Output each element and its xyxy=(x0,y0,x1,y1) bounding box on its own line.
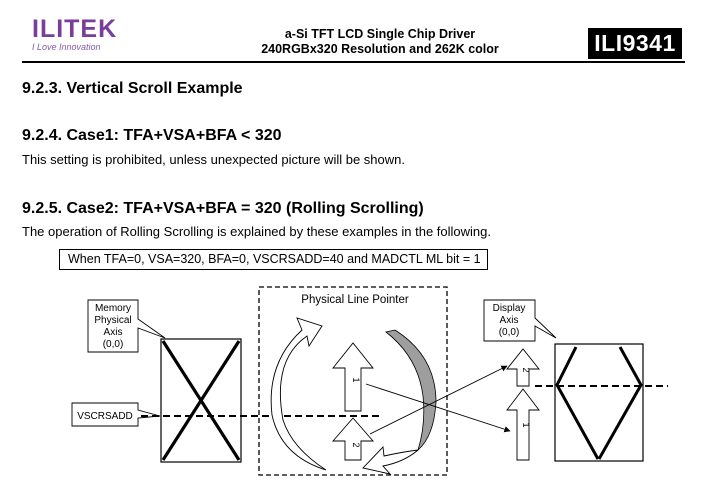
display-axis-callout: Display Axis (0,0) xyxy=(483,299,557,342)
mapping-arrow-up xyxy=(369,365,508,435)
display-arrow-1: 1 xyxy=(506,388,540,461)
vscrsadd-label: VSCRSADD xyxy=(77,411,133,422)
pointer-frame xyxy=(258,286,448,476)
section-text-9-2-4: This setting is prohibited, unless unexp… xyxy=(22,152,405,167)
memory-label-line4: (0,0) xyxy=(103,339,124,350)
arrow-2-label: 2 xyxy=(351,442,361,447)
memory-block xyxy=(160,338,242,463)
display-label-line1: Display xyxy=(493,303,526,314)
rotation-arrows xyxy=(270,317,437,475)
section-heading-9-2-4: 9.2.4. Case1: TFA+VSA+BFA < 320 xyxy=(22,127,282,144)
display-arrow-2-label: 2 xyxy=(521,367,531,372)
center-arrow-1: 1 xyxy=(332,342,374,412)
ilitek-logo: ILITEK I Love Innovation xyxy=(32,15,118,53)
display-block xyxy=(554,343,644,462)
display-arrow-1-label: 1 xyxy=(521,422,531,427)
section-heading-9-2-5: 9.2.5. Case2: TFA+VSA+BFA = 320 (Rolling… xyxy=(22,200,424,217)
memory-axis-callout: Memory Physical Axis (0,0) xyxy=(87,299,166,353)
part-number-badge: ILI9341 xyxy=(588,28,682,59)
section-text-9-2-5: The operation of Rolling Scrolling is ex… xyxy=(22,224,491,239)
memory-label-line1: Memory xyxy=(95,303,131,314)
document-title-line1: a-Si TFT LCD Single Chip Driver xyxy=(284,27,476,41)
display-label-line2: Axis xyxy=(500,315,519,326)
memory-label-line3: Axis xyxy=(104,327,123,338)
logo-tagline: I Love Innovation xyxy=(32,42,101,52)
logo-wordmark: ILITEK xyxy=(32,15,118,43)
setting-condition-box: When TFA=0, VSA=320, BFA=0, VSCRSADD=40 … xyxy=(59,249,488,270)
memory-label-line2: Physical xyxy=(94,315,131,326)
physical-line-pointer-label: Physical Line Pointer xyxy=(301,294,409,306)
document-title: a-Si TFT LCD Single Chip Driver 240RGBx3… xyxy=(230,27,530,57)
document-title-line2: 240RGBx320 Resolution and 262K color xyxy=(261,42,499,56)
header-divider xyxy=(22,61,685,63)
section-heading-9-2-3: 9.2.3. Vertical Scroll Example xyxy=(22,80,243,97)
mapping-arrow-down xyxy=(365,383,511,433)
vscrsadd-callout: VSCRSADD xyxy=(71,402,161,427)
display-arrow-2: 2 xyxy=(506,348,540,387)
arrow-1-label: 1 xyxy=(351,377,361,382)
display-label-line3: (0,0) xyxy=(499,327,520,338)
center-arrow-2: 2 xyxy=(332,417,374,461)
